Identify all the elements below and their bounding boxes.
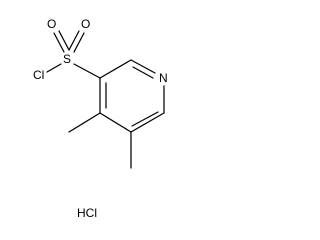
bond-c3-s xyxy=(73,63,101,79)
sulfonyl-chloride-group xyxy=(46,30,101,79)
bond-s-o-right-double xyxy=(73,32,85,53)
bond-c5-c4 xyxy=(99,112,132,133)
bond-s-o-left-double xyxy=(58,30,70,51)
pyridine-ring xyxy=(99,59,165,133)
bond-c2-n xyxy=(130,59,156,74)
bond-c3-c2 xyxy=(99,59,132,79)
bond-c6-c5 xyxy=(130,112,165,133)
atom-label-oxygen-right: O xyxy=(81,17,90,31)
bond-c4-methyl xyxy=(68,112,101,133)
bond-c2-n-double xyxy=(132,66,154,79)
atom-label-chlorine: Cl xyxy=(33,68,44,82)
bond-s-o-left xyxy=(53,32,65,53)
structure-diagram: O O S Cl N HCl xyxy=(33,17,168,220)
bond-c6-c5-double xyxy=(131,111,159,127)
atom-label-nitrogen: N xyxy=(159,71,168,85)
bond-s-o-right xyxy=(68,30,80,51)
methyl-groups xyxy=(68,112,132,169)
bond-s-cl xyxy=(46,63,62,73)
salt-label-hcl: HCl xyxy=(77,206,97,220)
atom-label-sulfur: S xyxy=(63,52,71,66)
atom-label-oxygen-left: O xyxy=(47,17,56,31)
